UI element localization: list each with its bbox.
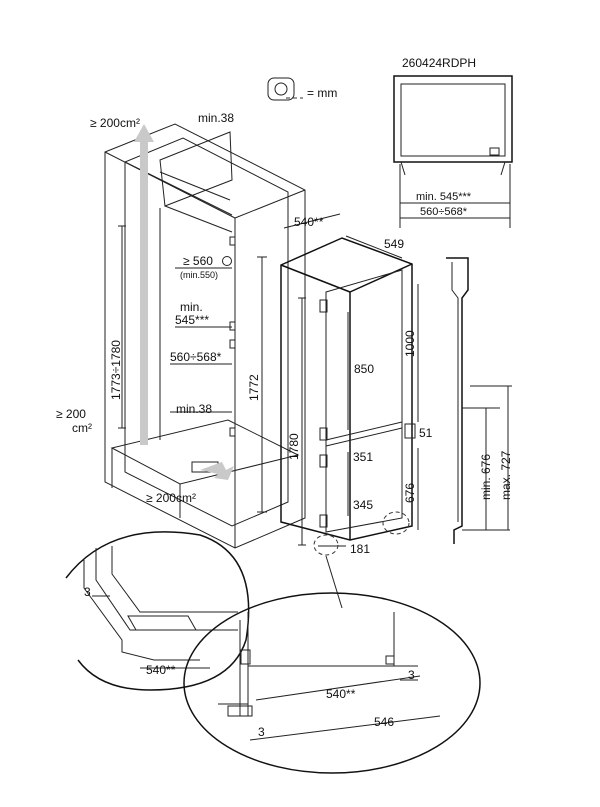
detail-3-bottom-label: 3 <box>258 725 265 739</box>
model-code: 260424RDPH <box>402 56 476 70</box>
niche-height-label: 1773÷1780 <box>109 340 123 400</box>
min38-bottom-label: min.38 <box>176 402 212 416</box>
appliance-181-label: 181 <box>350 542 370 556</box>
detail-546-label: 546 <box>374 715 394 729</box>
appliance-676-label: 676 <box>403 483 417 503</box>
detail-left-3-label: 3 <box>84 585 91 599</box>
foot-detail-marker <box>313 534 339 556</box>
appliance-1000-label: 1000 <box>403 330 417 357</box>
niche-width-min-label-a: min. <box>180 300 203 314</box>
appliance-850-label: 850 <box>354 362 374 376</box>
side-max727-label: max. 727 <box>499 450 513 500</box>
cabinet-1772-label: 1772 <box>247 374 261 401</box>
niche-depth-min-label: ≥ 560 <box>183 254 213 268</box>
niche-depth-min-note: (min.550) <box>180 270 218 280</box>
niche-width-min-label-b: 545*** <box>175 313 209 327</box>
appliance-345-label: 345 <box>353 498 373 512</box>
unit-legend: = mm <box>307 86 337 100</box>
niche-cabinet-drawing <box>104 123 306 549</box>
rear-detail-marker <box>382 511 410 535</box>
plug-icon <box>222 256 232 266</box>
detail-left-540-label: 540** <box>146 663 176 677</box>
rear-detail-drawing <box>183 592 481 774</box>
side-profile-drawing <box>446 257 512 544</box>
side-min676-label: min. 676 <box>479 454 493 500</box>
appliance-drawing <box>280 213 419 547</box>
vent-top-label: ≥ 200cm² <box>90 116 140 130</box>
detail-540-label: 540** <box>326 687 356 701</box>
vent-side-value: ≥ 200 <box>56 407 86 421</box>
tape-measure-icon <box>267 77 303 101</box>
vent-bottom-label: ≥ 200cm² <box>146 491 196 505</box>
foot-detail-left <box>65 531 250 691</box>
niche-width-range-label: 560÷568* <box>170 350 222 364</box>
vent-side-unit: cm² <box>72 421 92 435</box>
airflow-up-arrow <box>134 124 154 445</box>
top-view-diagram <box>393 75 513 228</box>
appliance-549-label: 549 <box>384 237 404 251</box>
top-width-range-label: 560÷568* <box>420 206 468 218</box>
appliance-1780-label: 1780 <box>287 433 301 460</box>
min38-top-label: min.38 <box>198 111 234 125</box>
top-min-width-label: min. 545*** <box>416 191 472 203</box>
appliance-351-label: 351 <box>353 450 373 464</box>
appliance-51-label: 51 <box>419 426 433 440</box>
airflow-in-arrow <box>200 462 234 480</box>
detail-3-right-label: 3 <box>408 668 415 682</box>
appliance-540-label: 540** <box>294 215 324 229</box>
